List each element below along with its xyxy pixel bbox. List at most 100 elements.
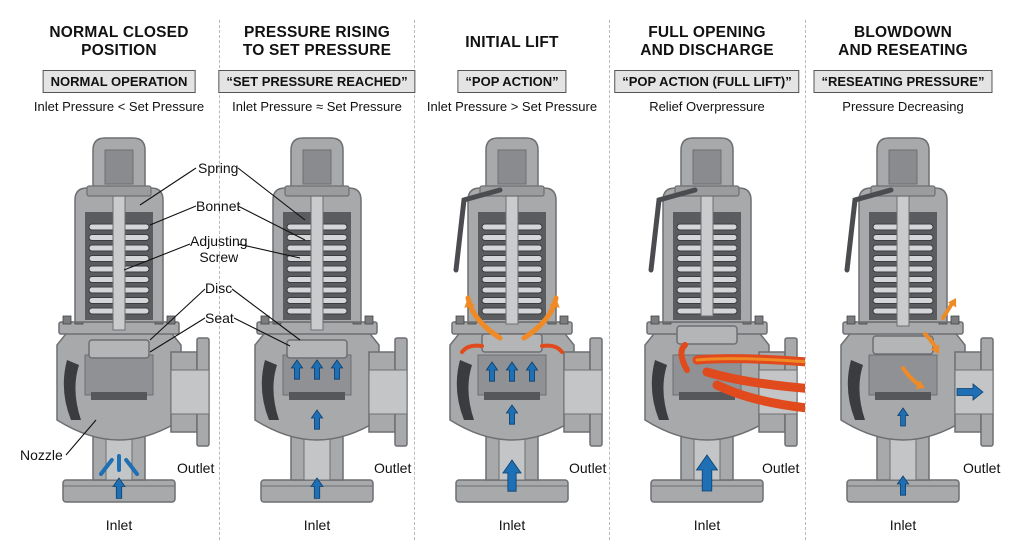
discharge-arrow-head-icon [549,298,560,308]
flow-arrow-icon [505,404,519,425]
lock-nut [284,185,350,197]
stage-title: PRESSURE RISING TO SET PRESSURE [242,24,392,59]
inlet-label: Inlet [498,517,526,533]
flange-bolt-icon [846,315,856,325]
valve-disc [872,335,934,355]
discharge-arrow-icon [695,357,805,364]
inlet-label: Inlet [693,517,721,533]
discharge-arrow-head-icon [947,298,957,308]
stage-condition: Relief Overpressure [649,99,765,114]
flow-arrow-icon [310,409,324,430]
flow-arrow-icon [505,361,519,382]
discharge-arrow-icon [678,342,690,373]
outlet-bore [563,369,603,415]
discharge-arrow-icon [941,300,955,320]
valve-seat [875,392,931,400]
lifting-lever [844,187,894,273]
flow-arrow-icon [310,477,324,499]
body-cavity-left [651,360,669,420]
outlet-label: Outlet [374,460,412,476]
valve-stem [505,179,519,325]
flange-bolt-icon [559,315,569,325]
valve-illustration [840,137,994,503]
discharge-arrow-icon [702,367,805,393]
stage-condition: Inlet Pressure > Set Pressure [426,99,598,114]
flow-arrow-icon [310,359,324,380]
valve-stem [112,179,126,331]
discharge-arrow-head-icon [915,380,925,389]
body-cavity-left [261,360,279,420]
flow-arrow-icon [525,361,539,382]
flange-bolt-icon [166,315,176,325]
flange-bolt-icon [754,315,764,325]
inlet-label: Inlet [889,517,917,533]
flow-arrow-icon [896,407,910,427]
flange-bolt-icon [650,315,660,325]
inlet-label: Inlet [105,517,133,533]
valve-disc [676,325,738,345]
flow-arrow-icon [112,477,126,499]
valve-stem [896,179,910,327]
callout-nozzle: Nozzle [20,447,63,463]
body-chamber [868,354,938,396]
outlet-label: Outlet [177,460,215,476]
valve-disc [286,339,348,359]
body-cavity-left [63,360,81,420]
panel-divider [414,20,415,540]
stage-panel-pressure-rising: PRESSURE RISING TO SET PRESSURE “SET PRE… [218,0,416,559]
valve-stem [310,179,324,331]
flow-arrow-icon [290,359,304,380]
outlet-flow-arrow-icon [956,383,984,401]
body-chamber [84,354,154,396]
discharge-arrow-head-icon [464,298,475,308]
panel-divider [805,20,806,540]
flow-arrow-icon [330,359,344,380]
flow-arrow-icon [124,458,139,476]
stage-condition: Inlet Pressure < Set Pressure [33,99,205,114]
valve-seat [679,392,735,400]
panel-divider [609,20,610,540]
valve-seat [289,392,345,400]
adjusting-screw [302,149,332,185]
callout-disc: Disc [205,280,233,296]
stage-badge: “POP ACTION (FULL LIFT)” [614,70,800,93]
callout-spring: Spring [198,160,239,176]
valve-illustration [644,137,805,503]
adjusting-screw [888,149,918,185]
discharge-arrow-icon [712,380,805,413]
adjusting-screw [497,149,527,185]
valve-seat [91,392,147,400]
stage-title: FULL OPENING AND DISCHARGE [640,24,774,59]
callout-seat: Seat [205,310,234,326]
stage-condition: Pressure Decreasing [842,99,964,114]
flange-bolt-icon [260,315,270,325]
body-cavity-left [456,360,474,420]
lifting-lever [648,187,698,273]
valve-illustration [449,137,603,503]
flow-arrow-icon [99,458,114,476]
flange-bolt-icon [364,315,374,325]
stage-panel-blowdown: BLOWDOWN AND RESEATING “RESEATING PRESSU… [805,0,1001,559]
lifting-lever [453,187,503,273]
flow-arrow-icon [695,454,719,492]
callout-bonnet: Bonnet [196,198,241,214]
valve-stem [700,179,714,317]
outlet-label: Outlet [569,460,607,476]
discharge-arrow-head-icon [930,344,940,354]
stage-panel-initial-lift: INITIAL LIFT “POP ACTION” Inlet Pressure… [414,0,610,559]
valve-seat [484,392,540,400]
lock-nut [86,185,152,197]
flow-arrow-icon [502,459,522,492]
stage-condition: Inlet Pressure ≈ Set Pressure [232,99,402,114]
valve-disc [481,333,543,353]
valve-disc [88,339,150,359]
outlet-label: Outlet [963,460,1001,476]
inlet-label: Inlet [303,517,331,533]
stage-title: BLOWDOWN AND RESEATING [838,24,968,59]
adjusting-screw [692,149,722,185]
stage-title: NORMAL CLOSED POSITION [49,24,189,59]
stage-panel-normal-closed: NORMAL CLOSED POSITION NORMAL OPERATION … [21,0,217,559]
outlet-bore [170,369,210,415]
flow-arrow-icon [485,361,499,382]
flange-bolt-icon [62,315,72,325]
